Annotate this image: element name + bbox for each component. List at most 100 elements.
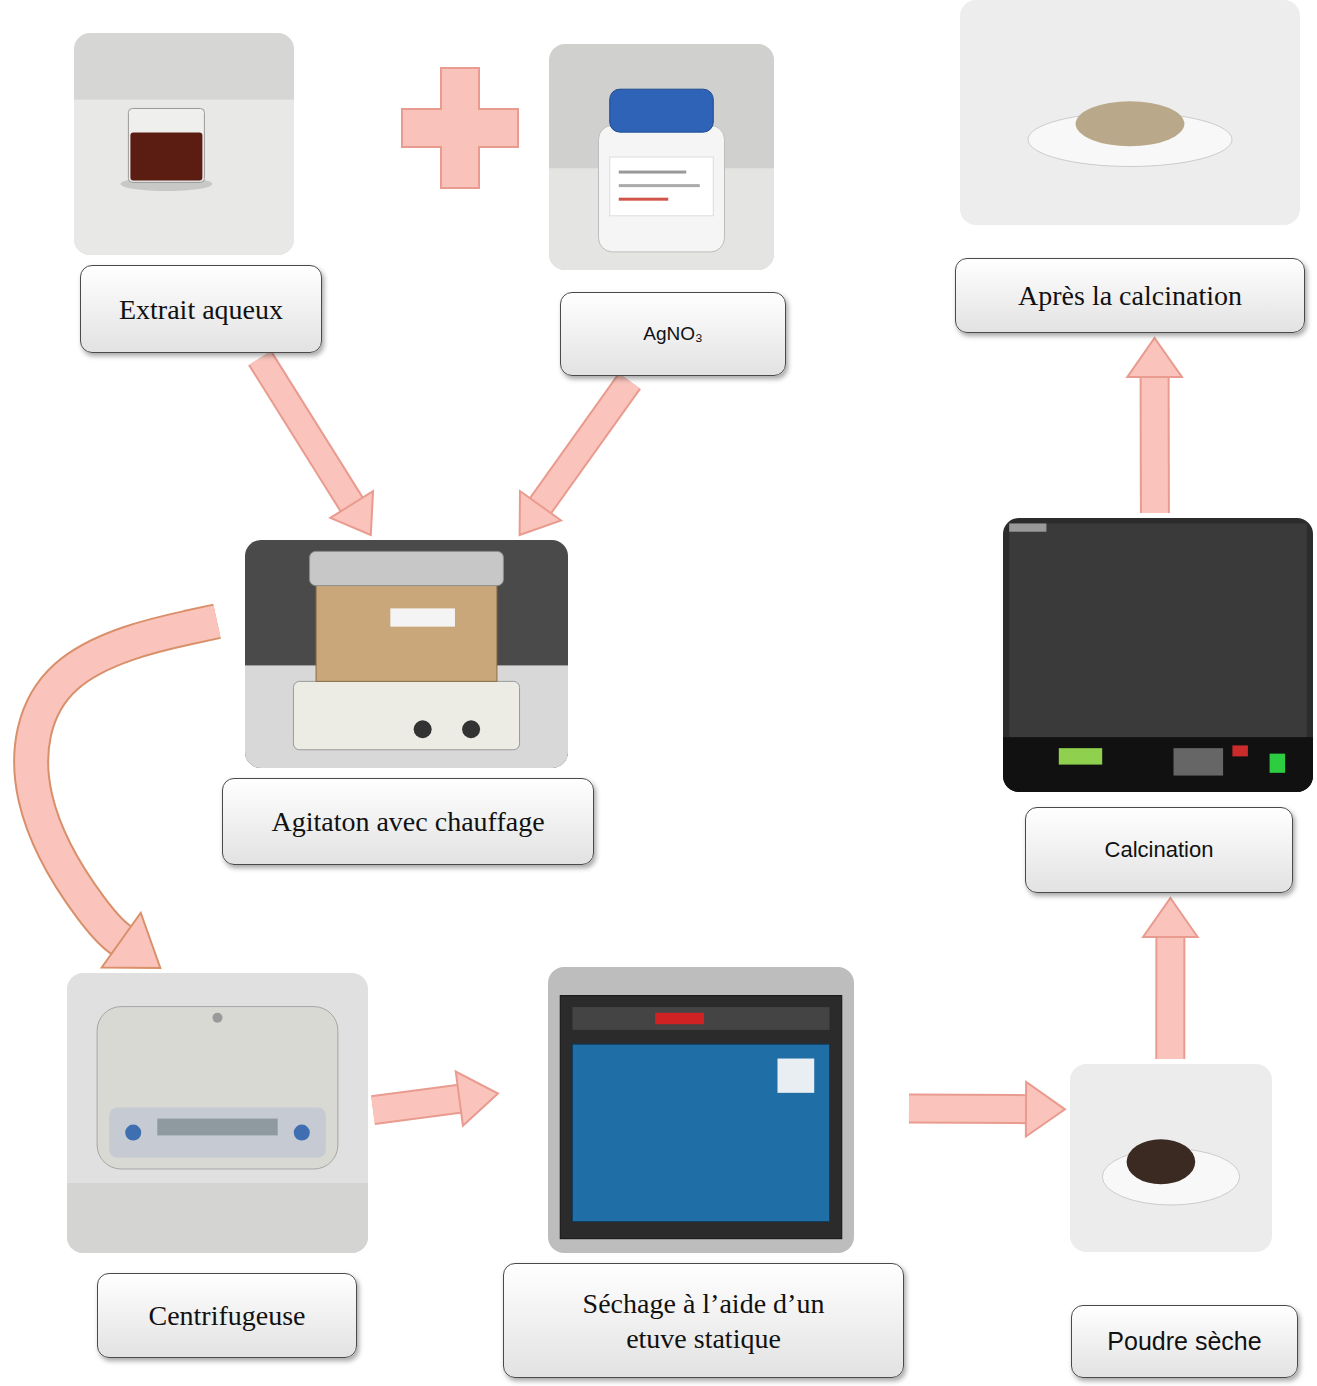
process-step: Après la calcination [955, 0, 1305, 333]
beaker [128, 108, 204, 182]
photo-ground [960, 0, 1300, 225]
display [157, 1119, 277, 1136]
arrow-outline [1155, 934, 1185, 1059]
photo-content [1070, 1064, 1272, 1252]
photo-ground [67, 973, 368, 1253]
knob [414, 720, 432, 738]
arrow-shaft [260, 358, 353, 507]
button [294, 1125, 310, 1141]
hot-plate [293, 681, 519, 749]
photo-illustration [960, 0, 1300, 225]
process-step: Centrifugeuse [67, 973, 368, 1358]
photo-ground [1070, 1064, 1272, 1252]
photo-content [548, 967, 854, 1253]
photo-illustration [245, 540, 568, 768]
process-step: Extrait aqueux [74, 33, 322, 353]
key [1232, 745, 1248, 756]
arrow-outline [1140, 374, 1170, 513]
step-label: Poudre sèche [1107, 1326, 1261, 1357]
photo-illustration [549, 44, 774, 270]
foil-cover [310, 551, 504, 585]
arrow-head [456, 1072, 498, 1126]
arrow-outline [31, 621, 217, 942]
photo-illustration [74, 33, 294, 255]
label-line [619, 184, 700, 187]
step-label: Extrait aqueux [119, 292, 283, 327]
power-switch [1270, 754, 1286, 773]
display [655, 1013, 704, 1024]
arrow-shaft [1142, 374, 1168, 513]
knob [462, 720, 480, 738]
flow-arrow [1143, 898, 1198, 1059]
arrow-outline [539, 381, 630, 508]
arrow-shaft [539, 381, 630, 508]
beaker-tag [390, 608, 455, 626]
photo-content [549, 44, 774, 270]
arrow-outline [373, 1098, 462, 1110]
arrow-head [1026, 1082, 1065, 1137]
caption-box: Après la calcination [955, 258, 1305, 333]
photo-ground [74, 33, 294, 255]
extract-liquid [130, 132, 202, 180]
arrow-head [1143, 898, 1198, 937]
photo-ground [549, 44, 774, 270]
photo-ground [1003, 518, 1313, 792]
furnace-door [1009, 523, 1307, 737]
flow-arrow [260, 358, 373, 535]
photo-content [960, 0, 1300, 225]
jar-lid [610, 89, 714, 132]
lid-catch [213, 1013, 223, 1023]
arrow-shaft [909, 1096, 1029, 1123]
display [1059, 748, 1102, 764]
control-panel [109, 1107, 326, 1157]
process-step: Séchage à l’aide d’un etuve statique [503, 967, 904, 1382]
photo-illustration [67, 973, 368, 1253]
caption-box: Poudre sèche [1071, 1305, 1298, 1378]
jar-label [610, 157, 714, 216]
caption-box: Calcination [1025, 807, 1293, 893]
powder [1127, 1139, 1196, 1184]
arrow-outline [909, 1094, 1029, 1125]
step-label: Après la calcination [1018, 278, 1242, 313]
door-sticker [778, 1059, 815, 1093]
arrow-shaft [373, 1098, 462, 1110]
caption-box: AgNO₃ [560, 292, 786, 376]
process-step: Poudre sèche [1070, 1064, 1298, 1379]
centrifuge-body [97, 1007, 338, 1169]
arrow-outline [260, 358, 353, 507]
flow-arrow [520, 381, 630, 535]
photo-ground [548, 967, 854, 1253]
flow-arrow [1127, 338, 1182, 513]
flow-arrow [31, 621, 217, 968]
arrow-head [520, 491, 561, 535]
cabinet [67, 1183, 368, 1253]
step-label: Calcination [1105, 836, 1214, 864]
process-step: Agitaton avec chauffage [222, 540, 594, 865]
button [125, 1125, 141, 1141]
label-line [619, 171, 687, 174]
step-label: AgNO₃ [643, 322, 702, 346]
photo-content [74, 33, 294, 255]
photo-content [67, 973, 368, 1253]
photo-illustration [1003, 518, 1313, 792]
jar-body [599, 125, 725, 252]
caption-box: Séchage à l’aide d’un etuve statique [503, 1263, 904, 1378]
plus-symbol [402, 68, 518, 188]
photo-ground [245, 540, 568, 768]
flow-arrow [373, 1072, 498, 1126]
bench [74, 100, 294, 255]
caption-box: Extrait aqueux [80, 265, 322, 353]
photo-illustration [548, 967, 854, 1253]
flow-arrow [909, 1082, 1065, 1137]
step-label: Séchage à l’aide d’un etuve statique [554, 1286, 854, 1356]
process-step: Calcination [1003, 518, 1313, 893]
caption-box: Centrifugeuse [97, 1273, 357, 1358]
arrow-head [1127, 338, 1182, 377]
label-line [619, 198, 669, 201]
powder [1076, 101, 1185, 146]
arrow-shaft [1157, 934, 1183, 1059]
caption-box: Agitaton avec chauffage [222, 778, 594, 865]
step-label: Centrifugeuse [148, 1298, 305, 1333]
photo-content [245, 540, 568, 768]
